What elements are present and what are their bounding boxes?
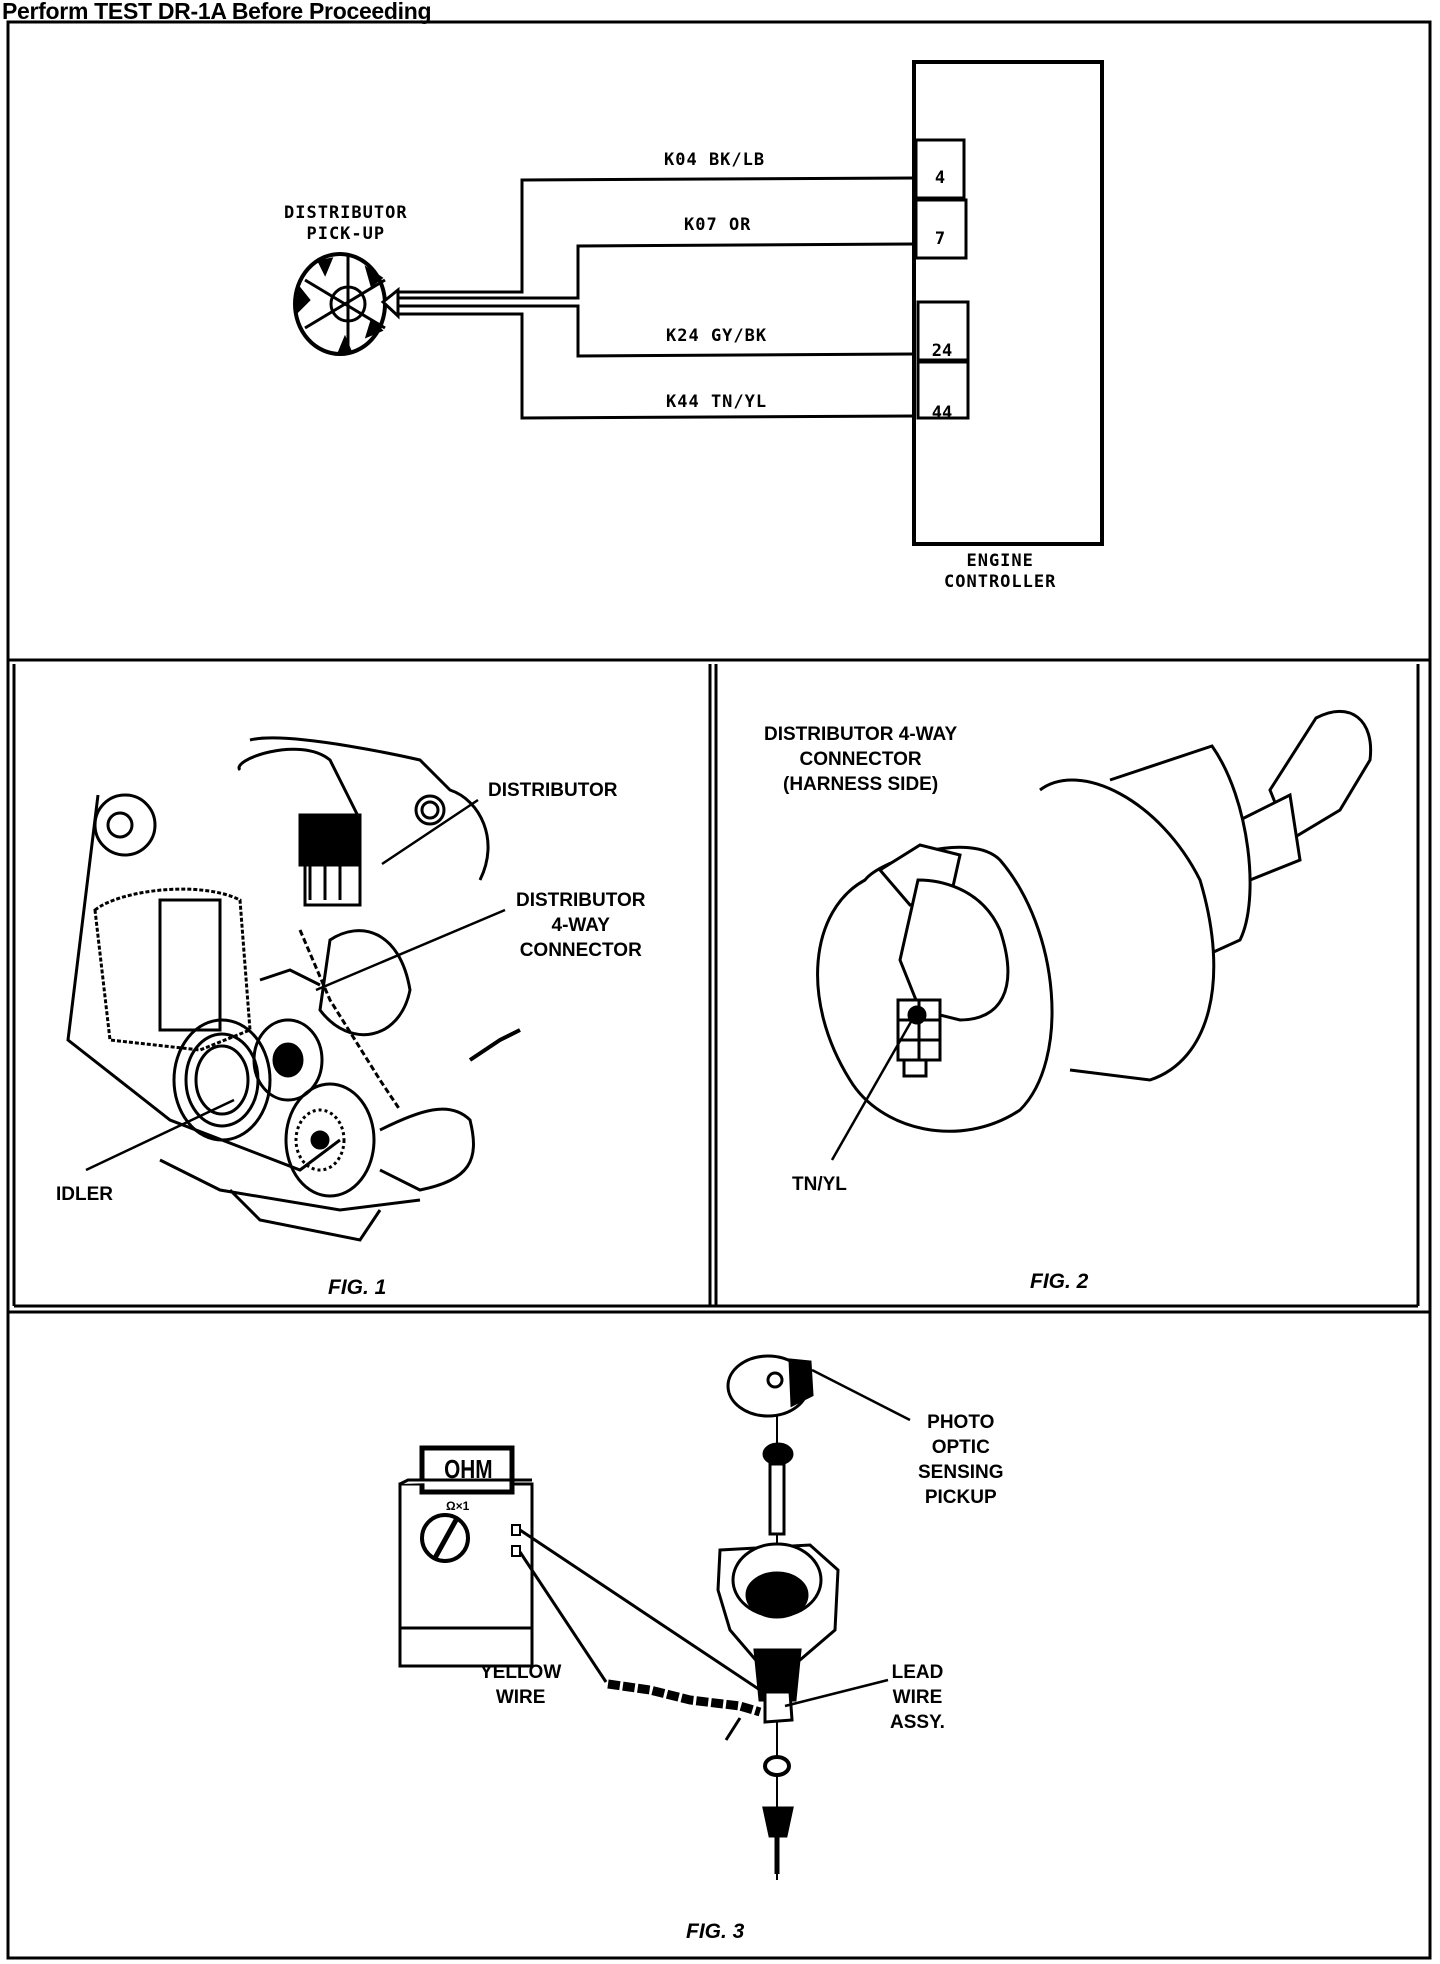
- callout-distributor: DISTRIBUTOR: [488, 780, 618, 801]
- test-leads: [518, 1528, 776, 1741]
- distributor-pickup-label: DISTRIBUTOR PICK-UP: [284, 203, 408, 244]
- meter-range-label: Ω×1: [446, 1499, 470, 1513]
- pin-7: 7: [934, 229, 946, 249]
- fig2-caption: FIG. 2: [1030, 1270, 1089, 1293]
- distributor-exploded: [716, 1354, 840, 1880]
- wire-label-k24: K24 GY/BK: [666, 326, 768, 346]
- callout-lead-wire-assy: LEAD WIRE ASSY.: [890, 1662, 945, 1733]
- page-title: Perform TEST DR-1A Before Proceeding: [2, 0, 432, 24]
- distributor-pickup-symbol: [293, 252, 400, 356]
- fig3-caption: FIG. 3: [686, 1920, 745, 1943]
- pin-4: 4: [934, 168, 946, 188]
- connector-illustration: [816, 709, 1373, 1133]
- engine-illustration: [66, 736, 521, 1242]
- engine-controller-box: [912, 60, 1104, 546]
- wire-label-k07: K07 OR: [684, 215, 752, 235]
- callout-yellow-wire: YELLOW WIRE: [480, 1662, 562, 1708]
- fig2-leader-line: [830, 1019, 914, 1161]
- wire-label-k44: K44 TN/YL: [666, 392, 768, 412]
- wire-harness: [398, 176, 916, 420]
- pin-24: 24: [931, 341, 953, 361]
- callout-photo-optic-pickup: PHOTO OPTIC SENSING PICKUP: [918, 1412, 1004, 1508]
- meter-display: OHM: [444, 1454, 493, 1484]
- engine-controller-label: ENGINE CONTROLLER: [944, 551, 1057, 592]
- wire-label-k04: K04 BK/LB: [664, 150, 766, 170]
- ohmmeter: [398, 1445, 534, 1668]
- panel-frame: [6, 20, 1432, 1960]
- callout-tn-yl: TN/YL: [792, 1174, 847, 1195]
- connector-title: DISTRIBUTOR 4-WAY CONNECTOR (HARNESS SID…: [764, 724, 958, 795]
- callout-idler: IDLER: [56, 1184, 113, 1205]
- pin-44: 44: [931, 403, 953, 423]
- fig1-caption: FIG. 1: [328, 1276, 387, 1299]
- fig3-leader-lines: [784, 1368, 911, 1708]
- controller-pins: [914, 138, 970, 420]
- fig1-leader-lines: [85, 798, 506, 1172]
- callout-4way-connector: DISTRIBUTOR 4-WAY CONNECTOR: [516, 890, 646, 961]
